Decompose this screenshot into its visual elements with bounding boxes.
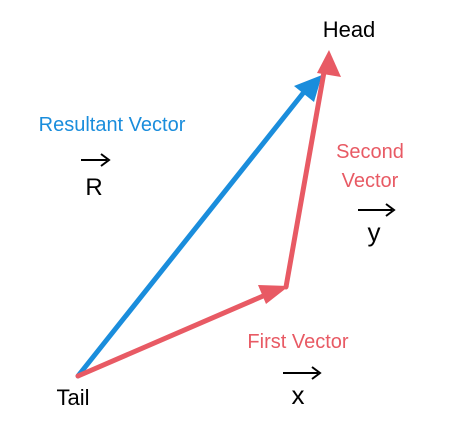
resultant-vector-symbol: R bbox=[81, 153, 111, 201]
resultant-arrowhead bbox=[294, 75, 322, 102]
first-vector-arrow bbox=[75, 285, 289, 379]
second-vector-arrowhead bbox=[317, 50, 341, 77]
second-vector-arrow bbox=[283, 50, 341, 290]
resultant-vector-arrow bbox=[75, 75, 322, 379]
tail-label: Tail bbox=[56, 385, 89, 410]
resultant-symbol-letter: R bbox=[85, 174, 102, 201]
first-vector-symbol: x bbox=[283, 366, 322, 410]
first-vector-label: First Vector bbox=[247, 331, 348, 353]
resultant-vector-label: Resultant Vector bbox=[39, 114, 186, 136]
second-symbol-letter: y bbox=[368, 217, 381, 247]
second-vector-symbol: y bbox=[358, 203, 396, 247]
first-vector-arrowhead bbox=[258, 285, 289, 304]
second-vector-label-line1: Second bbox=[336, 141, 404, 163]
first-symbol-letter: x bbox=[292, 380, 305, 410]
second-vector-label-line2: Vector bbox=[342, 170, 399, 192]
head-label: Head bbox=[323, 17, 376, 42]
